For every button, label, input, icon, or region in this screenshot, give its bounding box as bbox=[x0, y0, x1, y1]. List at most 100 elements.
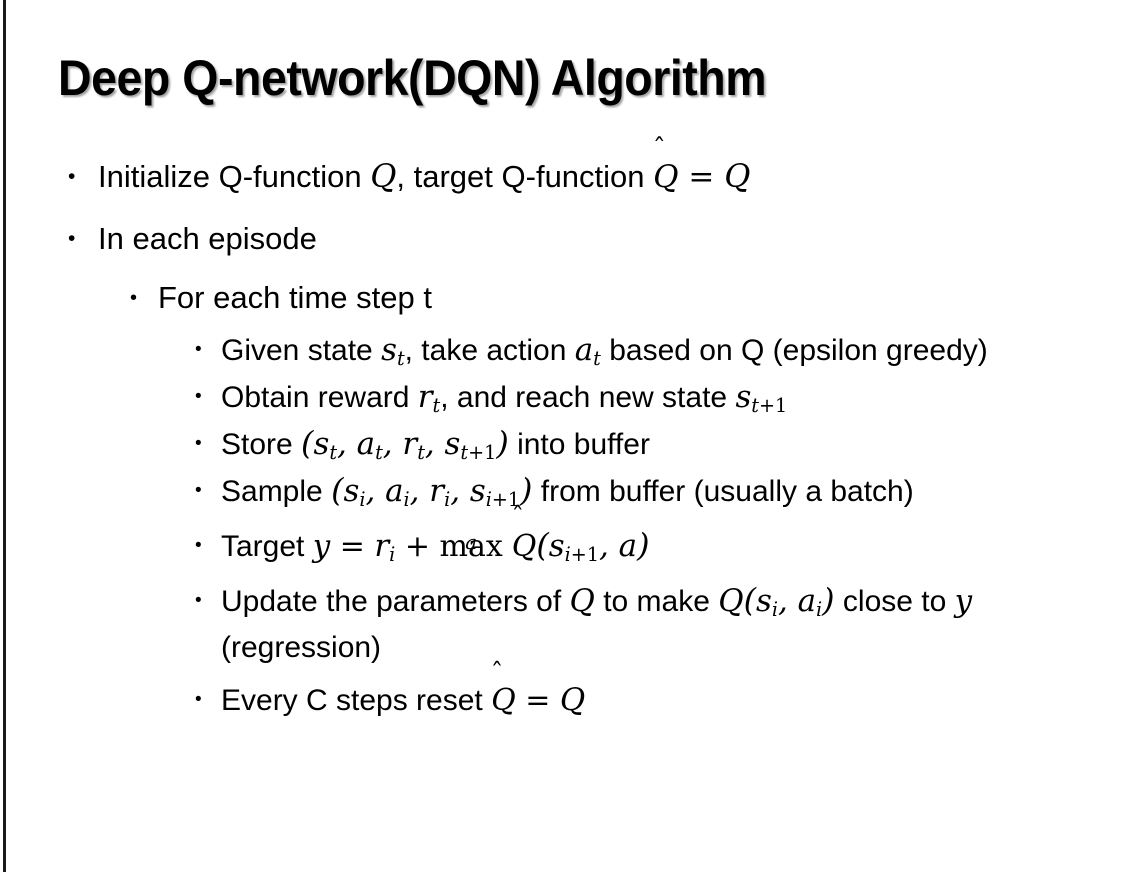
math-comma: , bbox=[382, 426, 403, 462]
bullet-marker: • bbox=[195, 433, 202, 454]
math-var-s-next: st+1 bbox=[445, 426, 497, 462]
bullet-reset-target-network: • Every C steps reset ̂Q = Q bbox=[0, 671, 1124, 730]
math-var-a-base: a bbox=[574, 332, 594, 368]
math-sub-var: t bbox=[751, 394, 759, 418]
math-var-s-next: st+1 bbox=[735, 379, 787, 415]
math-plus: + bbox=[395, 529, 440, 564]
math-sub-t-plus-1: t+1 bbox=[460, 441, 496, 464]
text-segment: Sample bbox=[221, 475, 332, 508]
text-segment: , take action bbox=[404, 334, 575, 367]
math-sub-t: t bbox=[417, 441, 425, 465]
math-var-r: rt bbox=[418, 379, 440, 415]
bullet-initialize-text: Initialize Q-function Q, target Q-functi… bbox=[98, 146, 1124, 208]
text-segment: close to bbox=[834, 585, 955, 618]
math-var-r-base: r bbox=[402, 426, 418, 462]
math-sub-plus-one: +1 bbox=[570, 543, 599, 567]
math-var-r-base: r bbox=[429, 473, 445, 509]
math-paren-close: ) bbox=[520, 472, 533, 509]
text-segment: to make bbox=[594, 585, 719, 618]
text-segment: Obtain reward bbox=[221, 381, 418, 414]
bullet-sample-tuple-text: Sample (si, ai, ri, si+1) from buffer (u… bbox=[221, 468, 1102, 515]
math-var-qhat-base: Q bbox=[653, 159, 679, 195]
bullet-target-equation: • Target y = ri + maxâQ(si+1, a) bbox=[0, 515, 1124, 578]
bullet-given-state-text: Given state st, take action at based on … bbox=[221, 327, 1102, 374]
math-equals: = bbox=[330, 529, 375, 564]
math-q-hat: ̂Q bbox=[512, 516, 537, 578]
math-sub-i-plus-1: i+1 bbox=[486, 488, 520, 511]
math-sub-plus-one: +1 bbox=[759, 394, 788, 418]
bullet-initialize: • Initialize Q-function Q, target Q-func… bbox=[0, 146, 1124, 208]
math-sub-i-plus-1: i+1 bbox=[565, 543, 599, 566]
math-var-s: si bbox=[343, 473, 365, 509]
math-var-s-next: si+1 bbox=[470, 473, 520, 509]
math-var-s: si bbox=[756, 583, 778, 619]
bullet-marker: • bbox=[68, 227, 76, 250]
math-var-a-base: a bbox=[385, 473, 404, 509]
bullet-marker: • bbox=[68, 165, 76, 188]
text-segment: from buffer (usually a batch) bbox=[532, 475, 914, 508]
bullet-for-each-time-step-text: For each time step t bbox=[158, 280, 432, 315]
math-var-s-base: s bbox=[735, 379, 752, 415]
math-paren-open: ( bbox=[536, 527, 549, 564]
bullet-marker: • bbox=[195, 590, 202, 611]
math-var-q2: Q bbox=[724, 157, 751, 195]
bullet-target-equation-text: Target y = ri + maxâQ(si+1, a) bbox=[221, 515, 1102, 578]
math-equals: = bbox=[515, 683, 560, 718]
slide-left-edge-rule bbox=[3, 0, 6, 872]
text-segment: , target Q-function bbox=[396, 159, 654, 194]
math-max-limit-a: a bbox=[465, 531, 478, 555]
bullet-update-parameters: • Update the parameters of Q to make Q(s… bbox=[0, 578, 1124, 671]
bullet-marker: • bbox=[195, 339, 202, 360]
bullet-marker: • bbox=[195, 689, 202, 710]
text-segment: into buffer bbox=[508, 428, 650, 461]
math-var-a-base: a bbox=[797, 583, 817, 619]
math-sub-t: t bbox=[593, 347, 601, 371]
math-q-hat: ̂Q bbox=[653, 147, 678, 208]
math-var-s: st bbox=[313, 426, 337, 462]
math-var-r: ri bbox=[429, 473, 450, 509]
text-segment: based on Q (epsilon greedy) bbox=[600, 334, 988, 367]
math-var-qhat-base: Q bbox=[491, 683, 516, 718]
page-title: Deep Q-network(DQN) Algorithm bbox=[58, 50, 767, 106]
math-sub-t: t bbox=[375, 441, 383, 465]
math-paren-open: ( bbox=[301, 425, 314, 462]
text-segment: Store bbox=[221, 428, 302, 461]
bullet-for-each-time-step: • For each time step t bbox=[0, 269, 1124, 327]
text-segment: Given state bbox=[221, 334, 382, 367]
text-segment: Every C steps reset bbox=[221, 684, 492, 717]
math-var-y: y bbox=[312, 528, 331, 564]
bullet-in-each-episode: • In each episode bbox=[0, 208, 1124, 269]
math-var-a: ai bbox=[798, 583, 823, 619]
math-paren-close: ) bbox=[637, 527, 650, 564]
math-equals: = bbox=[678, 159, 725, 195]
math-var-s-next: si+1 bbox=[549, 528, 599, 564]
math-comma: , bbox=[450, 473, 470, 509]
math-var-s-base: s bbox=[313, 426, 330, 462]
math-var-r: ri bbox=[374, 528, 395, 564]
math-sub-i: i bbox=[389, 543, 396, 567]
math-var-a: at bbox=[357, 426, 383, 462]
algorithm-bullet-list: • Initialize Q-function Q, target Q-func… bbox=[0, 146, 1124, 730]
math-sub-i: i bbox=[403, 488, 410, 512]
bullet-obtain-reward: • Obtain reward rt, and reach new state … bbox=[0, 374, 1124, 421]
math-comma: , bbox=[365, 473, 386, 509]
bullet-store-tuple-text: Store (st, at, rt, st+1) into buffer bbox=[221, 421, 1102, 468]
math-var-y: y bbox=[954, 583, 973, 619]
math-paren-open: ( bbox=[331, 472, 344, 509]
math-var-q: Q bbox=[569, 583, 595, 619]
math-sub-t: t bbox=[329, 441, 338, 465]
math-var-a: at bbox=[575, 332, 601, 368]
math-sub-var: t bbox=[460, 441, 469, 465]
math-q-hat: ̂Q bbox=[491, 672, 516, 730]
bullet-store-tuple: • Store (st, at, rt, st+1) into buffer bbox=[0, 421, 1124, 468]
math-var-qhat-base: Q bbox=[511, 529, 537, 564]
math-comma: , bbox=[337, 426, 357, 462]
bullet-given-state: • Given state st, take action at based o… bbox=[0, 327, 1124, 374]
math-sub-i: i bbox=[771, 598, 778, 622]
math-var-r-base: r bbox=[374, 528, 390, 564]
math-var-s: st bbox=[381, 332, 405, 368]
math-var-s-base: s bbox=[469, 473, 486, 509]
math-sub-var: i bbox=[485, 488, 492, 512]
